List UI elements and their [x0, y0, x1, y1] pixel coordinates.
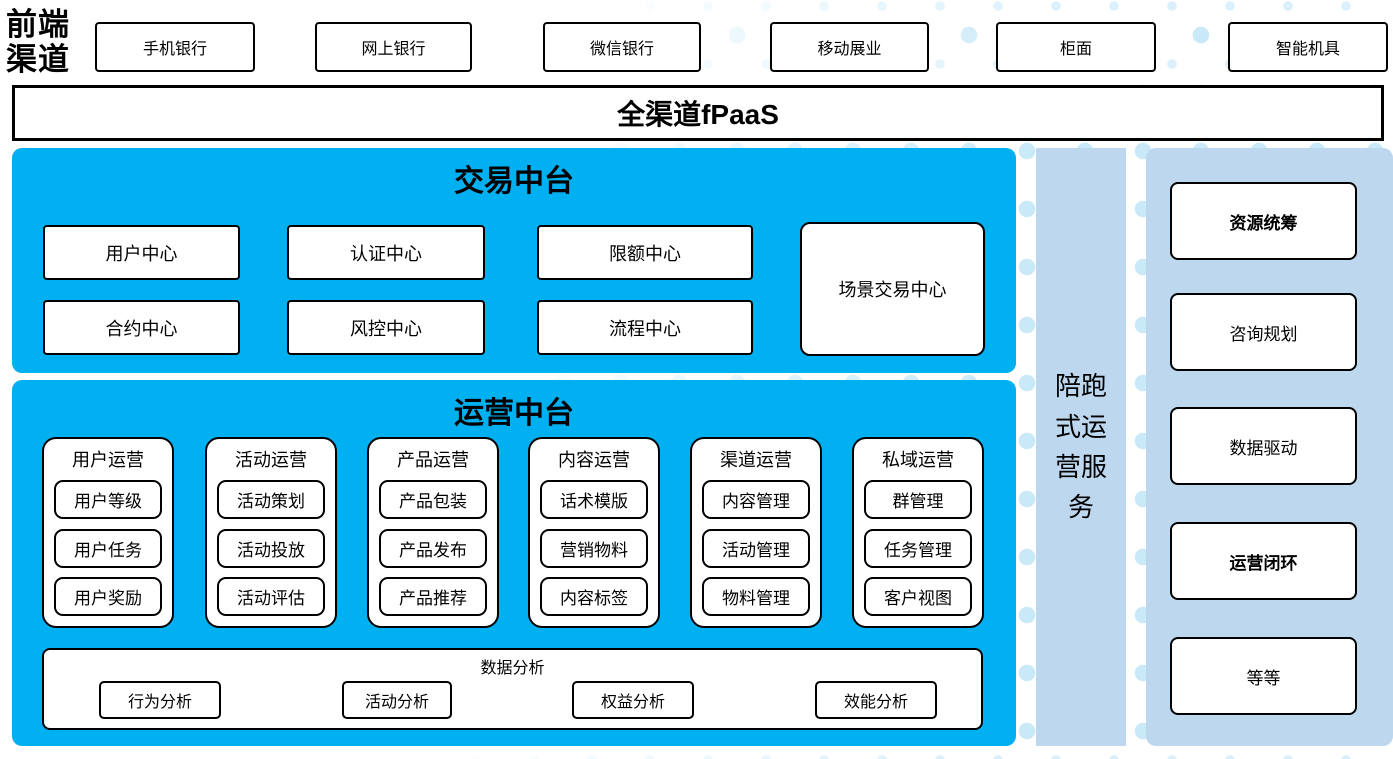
group-item: 活动策划: [217, 480, 325, 519]
channel-box-online-banking: 网上银行: [315, 22, 472, 72]
auth-center-box: 认证中心: [287, 225, 485, 280]
group-item: 物料管理: [702, 577, 810, 616]
group-title: 产品运营: [397, 450, 469, 470]
frontend-channels-label: 前端渠道: [6, 7, 70, 78]
group-private-domain-operations: 私域运营 群管理 任务管理 客户视图: [852, 437, 984, 628]
user-center-box: 用户中心: [43, 225, 240, 280]
group-item: 营销物料: [540, 529, 648, 568]
data-driven-box: 数据驱动: [1170, 407, 1357, 485]
group-item: 用户任务: [54, 529, 162, 568]
risk-center-box: 风控中心: [287, 300, 485, 355]
channel-box-mobile-banking: 手机银行: [95, 22, 255, 72]
group-title: 内容运营: [558, 450, 630, 470]
omni-channel-fpaas-bar: 全渠道fPaaS: [12, 85, 1384, 141]
group-item: 群管理: [864, 480, 972, 519]
group-item: 内容管理: [702, 480, 810, 519]
group-item: 产品包装: [379, 480, 487, 519]
group-title: 用户运营: [72, 450, 144, 470]
group-channel-operations: 渠道运营 内容管理 活动管理 物料管理: [690, 437, 822, 628]
benefit-analysis-box: 权益分析: [572, 681, 694, 719]
group-item: 活动投放: [217, 529, 325, 568]
group-title: 活动运营: [235, 450, 307, 470]
group-item: 客户视图: [864, 577, 972, 616]
operations-platform-panel: 运营中台 用户运营 用户等级 用户任务 用户奖励 活动运营 活动策划 活动投放 …: [12, 380, 1016, 746]
group-content-operations: 内容运营 话术模版 营销物料 内容标签: [528, 437, 660, 628]
group-item: 内容标签: [540, 577, 648, 616]
group-activity-operations: 活动运营 活动策划 活动投放 活动评估: [205, 437, 337, 628]
group-item: 用户等级: [54, 480, 162, 519]
scenario-transaction-center-box: 场景交易中心: [800, 222, 985, 356]
group-item: 产品推荐: [379, 577, 487, 616]
channel-box-smart-machines: 智能机具: [1228, 22, 1388, 72]
group-title: 渠道运营: [720, 450, 792, 470]
service-items-column: 资源统筹 咨询规划 数据驱动 运营闭环 等等: [1146, 148, 1393, 746]
limit-center-box: 限额中心: [537, 225, 753, 280]
consulting-planning-box: 咨询规划: [1170, 293, 1357, 371]
operation-closed-loop-box: 运营闭环: [1170, 522, 1357, 600]
group-item: 活动管理: [702, 529, 810, 568]
channel-box-wechat-banking: 微信银行: [543, 22, 701, 72]
data-analytics-box: 数据分析 行为分析 活动分析 权益分析 效能分析: [42, 648, 983, 730]
operations-platform-title: 运营中台: [454, 396, 574, 431]
group-item: 活动评估: [217, 577, 325, 616]
process-center-box: 流程中心: [537, 300, 753, 355]
contract-center-box: 合约中心: [43, 300, 240, 355]
accompanying-operation-service-column: 陪跑式运营服务: [1036, 148, 1126, 746]
group-product-operations: 产品运营 产品包装 产品发布 产品推荐: [367, 437, 499, 628]
etc-box: 等等: [1170, 637, 1357, 715]
accompanying-operation-service-label: 陪跑式运营服务: [1054, 371, 1107, 523]
data-analytics-title: 数据分析: [480, 660, 545, 677]
channel-box-mobile-sales: 移动展业: [770, 22, 929, 72]
group-item: 任务管理: [864, 529, 972, 568]
transaction-platform-panel: 交易中台 用户中心 认证中心 限额中心 合约中心 风控中心 流程中心 场景交易中…: [12, 148, 1016, 373]
group-user-operations: 用户运营 用户等级 用户任务 用户奖励: [42, 437, 174, 628]
channel-box-counter: 柜面: [996, 22, 1156, 72]
group-item: 产品发布: [379, 529, 487, 568]
efficiency-analysis-box: 效能分析: [815, 681, 937, 719]
activity-analysis-box: 活动分析: [342, 681, 452, 719]
transaction-platform-title: 交易中台: [454, 164, 574, 199]
group-title: 私域运营: [882, 450, 954, 470]
group-item: 话术模版: [540, 480, 648, 519]
group-item: 用户奖励: [54, 577, 162, 616]
resource-coordination-box: 资源统筹: [1170, 182, 1357, 260]
behavior-analysis-box: 行为分析: [99, 681, 221, 719]
